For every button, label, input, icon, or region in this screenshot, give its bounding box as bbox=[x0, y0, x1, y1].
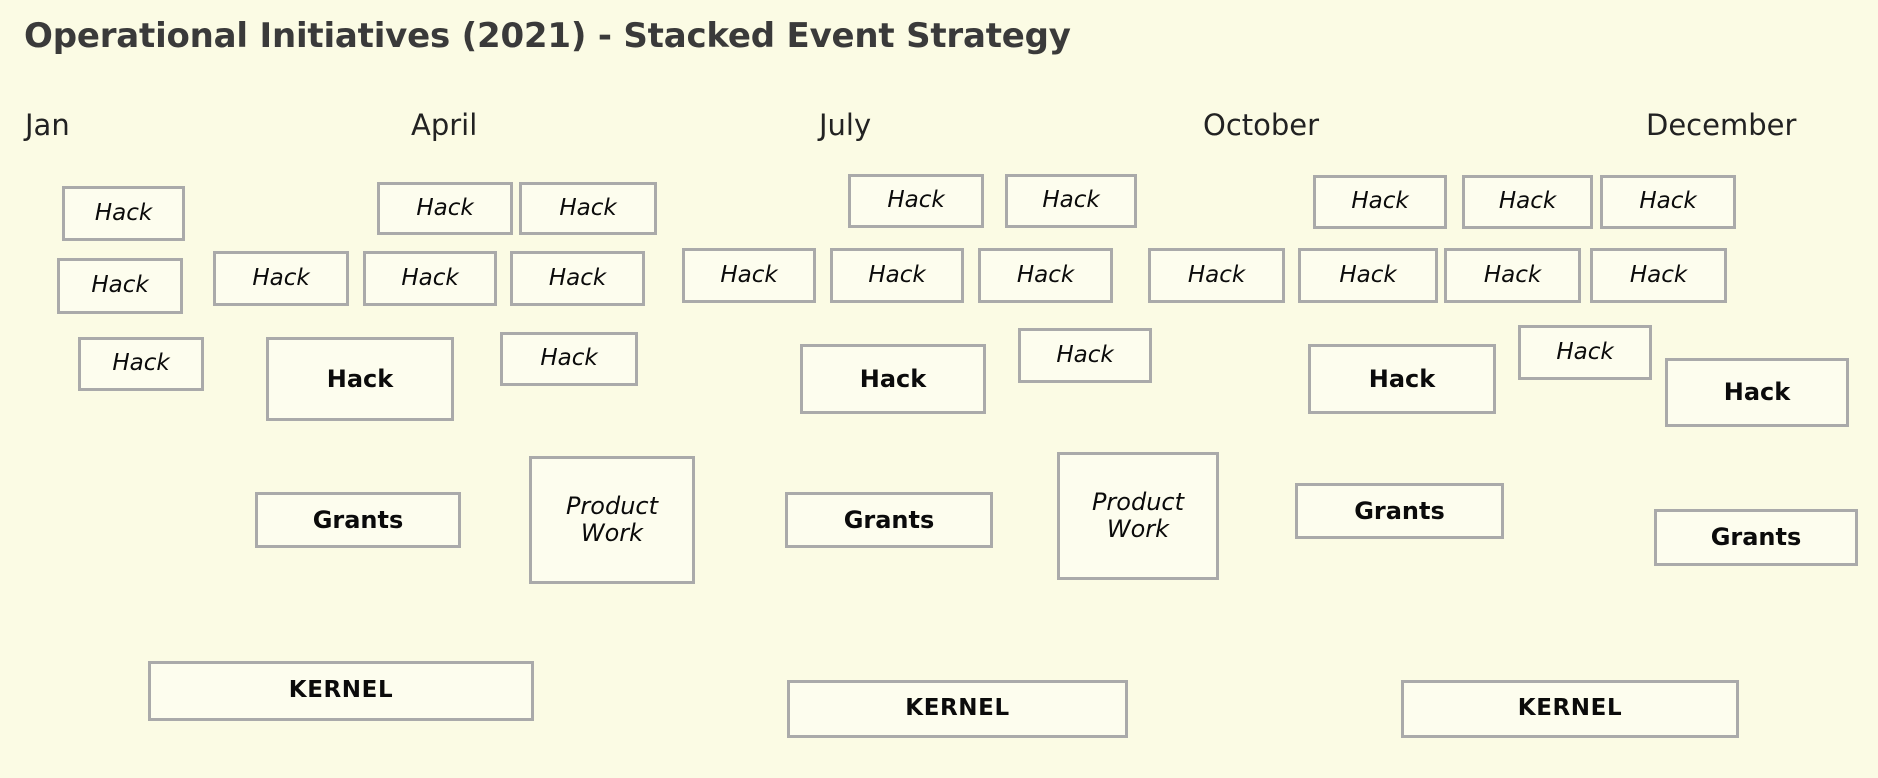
event-box-hack[interactable]: Hack bbox=[1462, 175, 1593, 229]
event-box-kernel[interactable]: KERNEL bbox=[148, 661, 534, 721]
event-box-hack[interactable]: Hack bbox=[1298, 248, 1438, 303]
event-box-label: Hack bbox=[1339, 261, 1397, 288]
event-box-hack[interactable]: Hack bbox=[213, 251, 349, 306]
event-box-hack[interactable]: Hack bbox=[978, 248, 1113, 303]
event-box-label: Hack bbox=[1042, 187, 1100, 214]
event-box-label: Hack bbox=[559, 194, 617, 221]
event-box-label: Hack bbox=[1187, 261, 1246, 288]
event-box-label: Hack bbox=[1629, 261, 1688, 288]
event-box-hack[interactable]: Hack bbox=[682, 248, 816, 303]
event-box-label: KERNEL bbox=[1517, 695, 1623, 722]
event-box-hack[interactable]: Hack bbox=[1518, 325, 1652, 380]
month-label-jan: Jan bbox=[25, 108, 70, 142]
event-box-hack[interactable]: Hack bbox=[1665, 358, 1849, 427]
event-box-hack[interactable]: Hack bbox=[500, 332, 638, 386]
event-box-label: Hack bbox=[1556, 338, 1614, 365]
event-box-label: Hack bbox=[401, 264, 459, 291]
event-box-label: Hack bbox=[1723, 378, 1791, 407]
event-box-label: Hack bbox=[416, 194, 474, 221]
event-box-label: Hack bbox=[112, 350, 170, 377]
event-box-label: Grants bbox=[843, 505, 935, 534]
event-box-grants[interactable]: Grants bbox=[255, 492, 461, 548]
event-box-label: Hack bbox=[91, 272, 149, 299]
event-box-label: Hack bbox=[1368, 364, 1436, 393]
event-box-label: KERNEL bbox=[288, 677, 394, 704]
event-box-hack[interactable]: Hack bbox=[1005, 174, 1137, 228]
event-box-hack[interactable]: Hack bbox=[78, 337, 204, 391]
event-box-kernel[interactable]: KERNEL bbox=[1401, 680, 1739, 738]
event-box-label: Grants bbox=[1710, 523, 1802, 552]
event-box-hack[interactable]: Hack bbox=[1313, 175, 1447, 229]
event-box-label: Hack bbox=[1483, 261, 1542, 288]
event-box-hack[interactable]: Hack bbox=[1148, 248, 1285, 303]
event-box-label: Hack bbox=[887, 187, 945, 214]
event-box-hack[interactable]: Hack bbox=[1018, 328, 1152, 383]
page-title: Operational Initiatives (2021) - Stacked… bbox=[24, 16, 1071, 56]
event-box-hack[interactable]: Hack bbox=[510, 251, 645, 306]
event-box-label: Grants bbox=[312, 505, 404, 534]
event-box-label: Hack bbox=[326, 364, 394, 393]
event-box-label: Hack bbox=[1351, 188, 1409, 215]
event-box-label: Hack bbox=[1639, 188, 1697, 215]
event-box-hack[interactable]: Hack bbox=[800, 344, 986, 414]
event-box-label: Hack bbox=[859, 364, 927, 393]
month-label-july: July bbox=[819, 108, 872, 142]
event-box-hack[interactable]: Hack bbox=[830, 248, 964, 303]
month-label-december: December bbox=[1646, 108, 1797, 142]
event-box-label: KERNEL bbox=[905, 695, 1010, 722]
event-box-label: Hack bbox=[868, 261, 926, 288]
event-box-label: Hack bbox=[252, 264, 310, 291]
event-box-hack[interactable]: Hack bbox=[519, 182, 657, 235]
month-label-april: April bbox=[411, 108, 478, 142]
event-box-hack[interactable]: Hack bbox=[266, 337, 454, 421]
event-box-hack[interactable]: Hack bbox=[57, 258, 183, 314]
event-box-label: Grants bbox=[1354, 496, 1445, 525]
event-box-grants[interactable]: Grants bbox=[1654, 509, 1858, 566]
event-box-hack[interactable]: Hack bbox=[62, 186, 185, 241]
event-box-grants[interactable]: Grants bbox=[785, 492, 993, 548]
event-box-label: Hack bbox=[720, 261, 778, 288]
event-box-label: Hack bbox=[1016, 261, 1075, 288]
event-box-hack[interactable]: Hack bbox=[1308, 344, 1496, 414]
event-box-grants[interactable]: Grants bbox=[1295, 483, 1504, 539]
event-box-hack[interactable]: Hack bbox=[1590, 248, 1727, 303]
event-box-label: Hack bbox=[540, 345, 598, 372]
event-box-label: Hack bbox=[1056, 341, 1114, 368]
event-box-hack[interactable]: Hack bbox=[1600, 175, 1736, 229]
event-box-hack[interactable]: Hack bbox=[377, 182, 513, 235]
event-box-label: Hack bbox=[548, 264, 607, 291]
event-box-kernel[interactable]: KERNEL bbox=[787, 680, 1128, 738]
event-box-label: Hack bbox=[94, 199, 153, 226]
month-label-october: October bbox=[1203, 108, 1320, 142]
event-box-hack[interactable]: Hack bbox=[1444, 248, 1581, 303]
event-box-label: Hack bbox=[1498, 188, 1557, 215]
event-box-hack[interactable]: Hack bbox=[363, 251, 497, 306]
event-box-hack[interactable]: Hack bbox=[848, 174, 984, 228]
